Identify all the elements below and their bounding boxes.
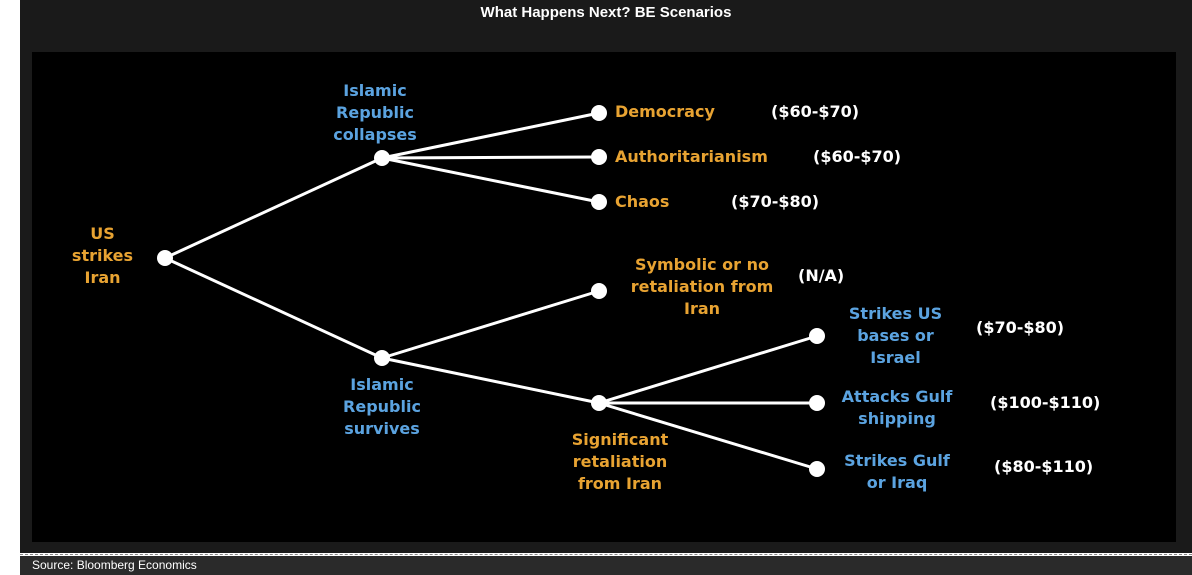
node-strikes-gulf [809, 461, 825, 477]
strikes-gulf-label: Strikes Gulf or Iraq [844, 451, 950, 492]
edge-significant-strikes-gulf [598, 401, 818, 471]
edge-root-collapses [164, 156, 383, 260]
symbolic-label: Symbolic or no retaliation from Iran [630, 255, 774, 318]
edge-significant-strikes-us [598, 334, 818, 405]
node-attacks-gulf [809, 395, 825, 411]
chaos-label: Chaos [615, 192, 670, 211]
node-strikes-us [809, 328, 825, 344]
survives-label: Islamic Republic survives [343, 375, 421, 438]
chart-title: What Happens Next? BE Scenarios [480, 4, 732, 21]
collapses-label: Islamic Republic collapses [333, 81, 417, 144]
attacks-gulf-label: Attacks Gulf shipping [841, 387, 953, 428]
edge-root-survives [164, 256, 383, 360]
root-label: US strikes Iran [71, 224, 134, 287]
node-authoritarianism [591, 149, 607, 165]
source-separator [20, 554, 1192, 555]
source-note: Source: Bloomberg Economics [20, 556, 1192, 575]
edge-collapses-chaos [381, 156, 600, 204]
edge-collapses-authoritarianism [381, 155, 600, 160]
edge-survives-symbolic [381, 289, 600, 360]
node-symbolic [591, 283, 607, 299]
authoritarianism-price: ($60-$70) [813, 147, 902, 166]
edge-survives-significant [381, 356, 600, 405]
strikes-us-price: ($70-$80) [976, 318, 1065, 337]
democracy-label: Democracy [615, 102, 715, 121]
significant-label: Significant retaliation from Iran [571, 430, 669, 493]
node-root [157, 250, 173, 266]
democracy-price: ($60-$70) [771, 102, 860, 121]
attacks-gulf-price: ($100-$110) [990, 393, 1101, 412]
chaos-price: ($70-$80) [731, 192, 820, 211]
authoritarianism-label: Authoritarianism [615, 147, 768, 166]
node-survives [374, 350, 390, 366]
edge-collapses-democracy [381, 111, 600, 160]
node-collapses [374, 150, 390, 166]
node-democracy [591, 105, 607, 121]
strikes-gulf-price: ($80-$110) [994, 457, 1094, 476]
node-chaos [591, 194, 607, 210]
node-significant [591, 395, 607, 411]
symbolic-price: (N/A) [798, 266, 845, 285]
scenario-tree [157, 105, 825, 477]
strikes-us-label: Strikes US bases or Israel [848, 304, 943, 367]
